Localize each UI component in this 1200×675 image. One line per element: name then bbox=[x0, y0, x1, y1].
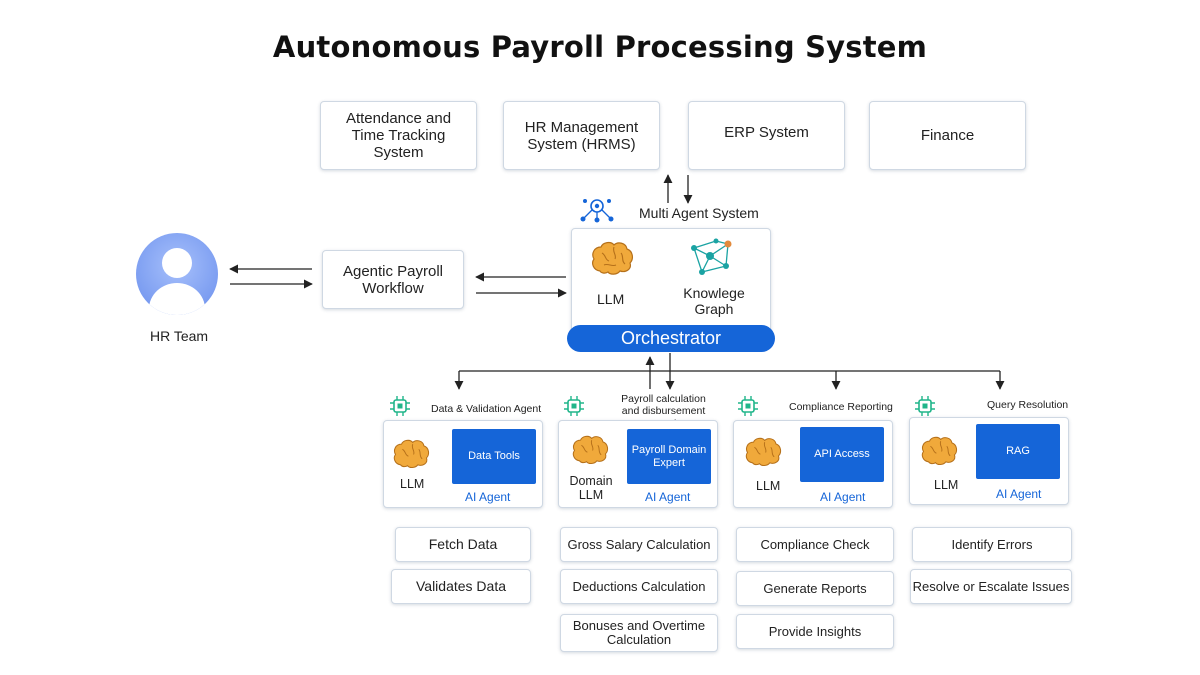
task-label: Provide Insights bbox=[768, 624, 862, 639]
hrms-label: HR Management System (HRMS) bbox=[524, 118, 639, 153]
agent-2-role: AI Agent bbox=[645, 490, 691, 504]
task-box: Identify Errors bbox=[912, 527, 1072, 562]
task-label: Bonuses and Overtime Calculation bbox=[572, 618, 706, 647]
agent-1-llm: LLM bbox=[400, 477, 425, 491]
agent-2-tool: Payroll Domain Expert bbox=[627, 429, 711, 484]
agent-card-query-resolution: LLM RAG AI Agent bbox=[909, 417, 1069, 505]
knowledge-graph-icon bbox=[691, 238, 732, 275]
task-box: Gross Salary Calculation bbox=[560, 527, 718, 562]
task-label: Deductions Calculation bbox=[572, 579, 706, 594]
task-label: Generate Reports bbox=[763, 581, 867, 596]
task-label: Compliance Check bbox=[760, 537, 870, 552]
multi-agent-system-box: LLM Knowlege Graph bbox=[571, 228, 771, 338]
knowledge-graph-label: Knowlege Graph bbox=[683, 285, 745, 317]
user-icon bbox=[136, 233, 218, 315]
circuit-icon bbox=[915, 396, 935, 416]
erp-system-box: ERP System bbox=[688, 101, 845, 170]
hr-team-avatar bbox=[136, 233, 218, 315]
brain-icon bbox=[745, 437, 782, 467]
orchestrator-bar: Orchestrator bbox=[567, 325, 775, 352]
agent-1-name: Data & Validation Agent bbox=[431, 403, 542, 415]
task-box: Resolve or Escalate Issues bbox=[910, 569, 1072, 604]
workflow-label: Agentic Payroll Workflow bbox=[342, 262, 444, 297]
task-box: Validates Data bbox=[391, 569, 531, 604]
finance-label: Finance bbox=[920, 127, 975, 144]
brain-icon bbox=[572, 435, 609, 465]
page-title: Autonomous Payroll Processing System bbox=[272, 30, 928, 64]
brain-icon bbox=[393, 439, 430, 469]
brain-icon bbox=[592, 241, 633, 275]
circuit-icon bbox=[738, 396, 758, 416]
task-label: Validates Data bbox=[415, 578, 506, 594]
agent-card-compliance: LLM API Access AI Agent bbox=[733, 420, 893, 508]
task-box: Deductions Calculation bbox=[560, 569, 718, 604]
agent-3-role: AI Agent bbox=[820, 490, 866, 504]
hr-team-label: HR Team bbox=[150, 328, 209, 344]
agent-2-llm: Domain LLM bbox=[569, 474, 613, 502]
task-label: Identify Errors bbox=[951, 537, 1033, 552]
agent-4-role: AI Agent bbox=[996, 487, 1042, 501]
network-gear-icon bbox=[580, 199, 614, 223]
agent-card-payroll: Domain LLM Payroll Domain Expert AI Agen… bbox=[558, 420, 718, 508]
agent-4-llm: LLM bbox=[934, 478, 959, 492]
circuit-icon bbox=[564, 396, 584, 416]
task-label: Gross Salary Calculation bbox=[567, 537, 711, 552]
task-label: Resolve or Escalate Issues bbox=[912, 579, 1070, 594]
agent-1-role: AI Agent bbox=[465, 490, 511, 504]
hrms-box: HR Management System (HRMS) bbox=[503, 101, 660, 170]
brain-icon bbox=[921, 436, 958, 466]
agent-4-name: Query Resolution bbox=[987, 399, 1069, 411]
core-llm-label: LLM bbox=[597, 291, 625, 307]
agent-3-tool: API Access bbox=[800, 427, 884, 482]
agent-1-tool: Data Tools bbox=[452, 429, 536, 484]
task-box: Provide Insights bbox=[736, 614, 894, 649]
agent-3-name: Compliance Reporting bbox=[789, 401, 893, 413]
erp-system-label: ERP System bbox=[724, 124, 809, 141]
task-label: Fetch Data bbox=[428, 536, 498, 552]
attendance-system-box: Attendance and Time Tracking System bbox=[320, 101, 477, 170]
multi-agent-system-label: Multi Agent System bbox=[639, 205, 759, 221]
agent-4-tool: RAG bbox=[976, 424, 1060, 479]
task-box: Generate Reports bbox=[736, 571, 894, 606]
finance-box: Finance bbox=[869, 101, 1026, 170]
attendance-system-label: Attendance and Time Tracking System bbox=[345, 110, 452, 161]
agent-3-llm: LLM bbox=[756, 479, 781, 493]
task-box: Compliance Check bbox=[736, 527, 894, 562]
task-box: Bonuses and Overtime Calculation bbox=[560, 614, 718, 652]
circuit-icon bbox=[390, 396, 410, 416]
agentic-payroll-workflow-box: Agentic Payroll Workflow bbox=[322, 250, 464, 309]
task-box: Fetch Data bbox=[395, 527, 531, 562]
agent-card-data-validation: LLM Data Tools AI Agent bbox=[383, 420, 543, 508]
